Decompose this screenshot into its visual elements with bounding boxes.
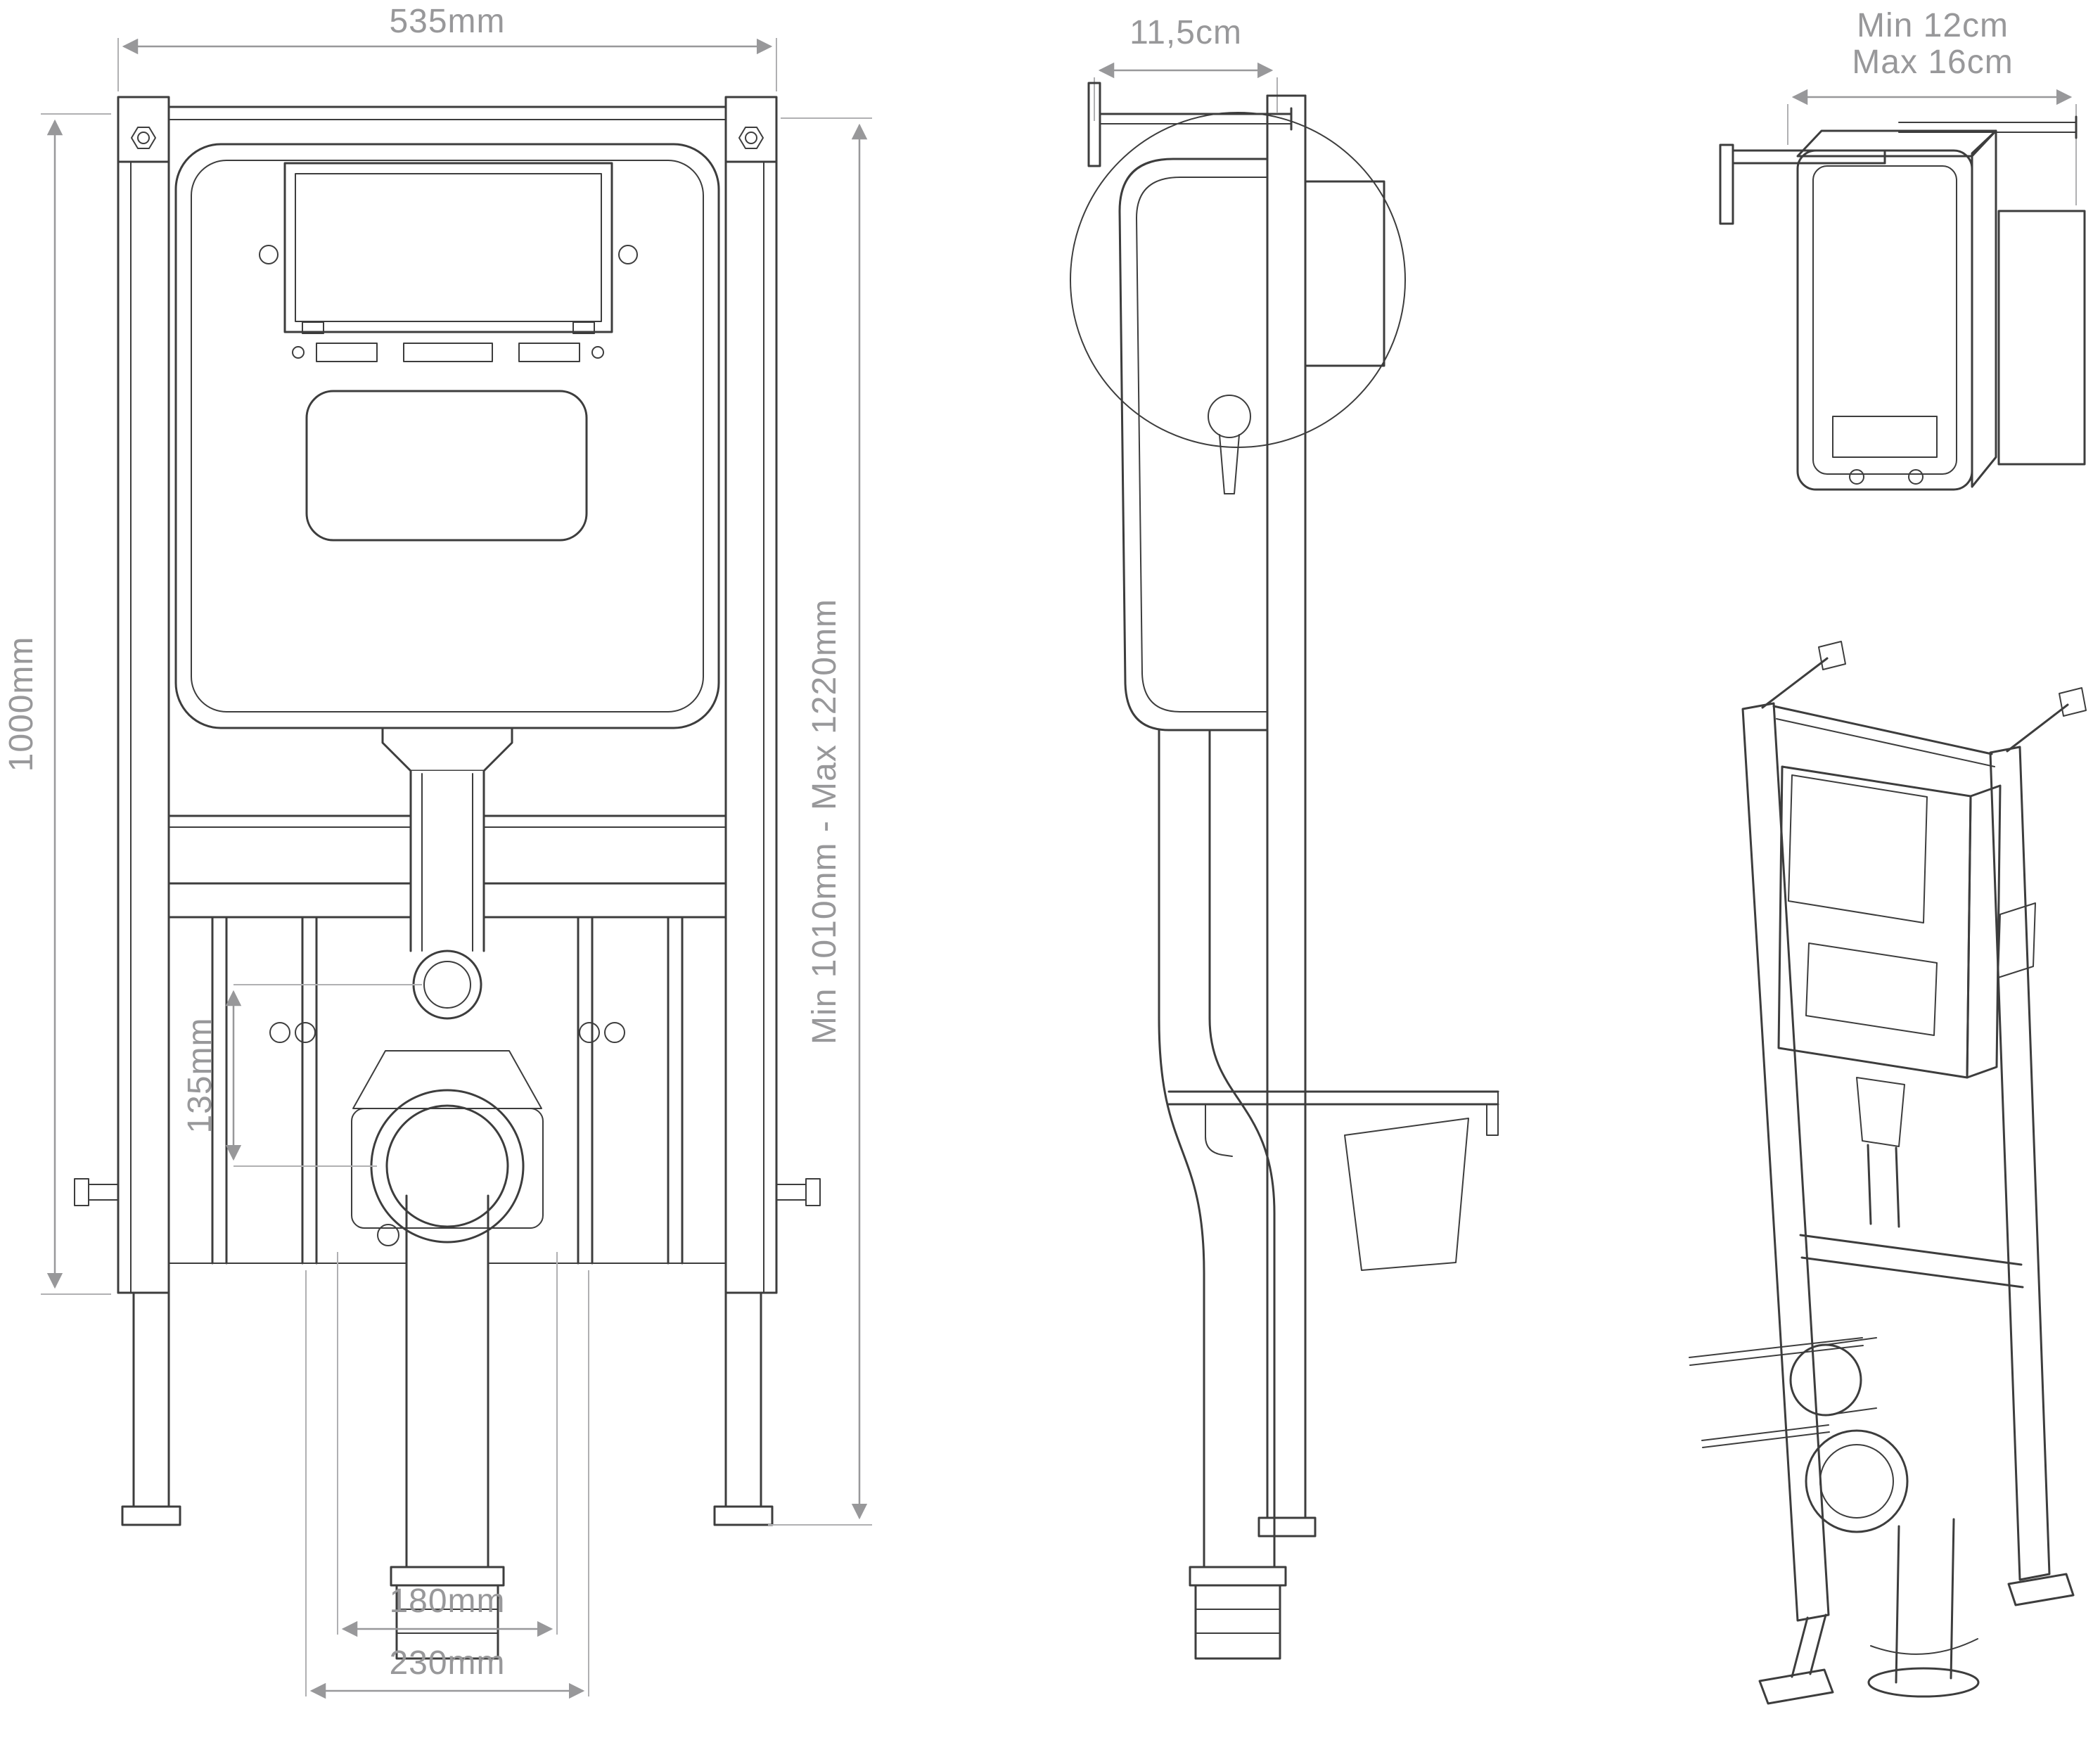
dim-label-height: 1000mm: [3, 637, 40, 772]
side-view: 11,5cm: [1070, 14, 1499, 1660]
dim-label-outlet-centres: 230mm: [389, 1644, 505, 1682]
hex-bolt-icon: [738, 127, 764, 149]
side-pipes: [1158, 729, 1287, 1660]
dim-fixing-centres: 180mm: [337, 1252, 558, 1637]
dim-front-height-range: Min 1010mm - Max 1220mm: [768, 117, 872, 1526]
side-cistern: [1118, 158, 1269, 731]
wall-bracket: [1087, 82, 1293, 167]
adjustable-feet: [121, 1291, 774, 1526]
frame-isometric: [1689, 641, 2087, 1705]
detail-magnifier-circle: [1070, 112, 1406, 448]
flush-plate-window: [305, 390, 588, 542]
hex-bolt-icon: [131, 127, 156, 149]
iso-right-foot: [2007, 1573, 2075, 1606]
side-rail: [1257, 94, 1317, 1538]
wall-spacer-bellows: [1997, 210, 2086, 466]
pan-fixing-struts: [211, 916, 684, 1265]
pan-bracket: [1167, 1090, 1499, 1271]
dim-inlet-offset: 135mm: [181, 984, 422, 1167]
flush-pipe: [381, 727, 513, 1020]
dim-label-inlet-offset: 135mm: [181, 1017, 219, 1133]
cistern: [174, 143, 720, 729]
iso-cistern: [1777, 765, 1972, 1079]
iso-left-foot: [1758, 1668, 1834, 1705]
dim-label-height-range: Min 1010mm - Max 1220mm: [806, 599, 843, 1044]
iso-outlet-cylinder: [1805, 1429, 1909, 1533]
dim-label-wall-max: Max 16cm: [1852, 44, 2013, 81]
front-view: 535mm 1000mm Min 1010mm - Max 1220mm 135…: [3, 3, 872, 1699]
dim-label-width: 535mm: [389, 3, 505, 40]
dim-front-width: 535mm: [117, 3, 777, 91]
dim-outlet-centres: 230mm: [305, 1270, 589, 1699]
dim-wall-distance: Min 12cm Max 16cm: [1787, 7, 2077, 205]
dim-label-wall-min: Min 12cm: [1857, 7, 2009, 44]
iso-inlet-cylinder: [1789, 1343, 1862, 1417]
dim-label-fixing-centres: 180mm: [389, 1583, 505, 1620]
iso-flush-window: [1805, 942, 1938, 1036]
dim-side-depth: 11,5cm: [1094, 14, 1278, 121]
iso-access-panel: [1788, 774, 1928, 923]
frame-rails: [117, 160, 778, 1294]
cistern-detail-3d: [1719, 115, 2086, 491]
wall-spacer-bellows: [1304, 180, 1385, 367]
iso-left-rail: [1741, 702, 1830, 1622]
hanger-keyhole: [1208, 395, 1251, 438]
dim-label-depth: 11,5cm: [1129, 14, 1242, 51]
access-panel: [283, 162, 613, 333]
iso-right-rail: [1989, 746, 2051, 1581]
frame-posts: [117, 96, 778, 163]
wall-anchors: [74, 1178, 821, 1206]
perspective-view: Min 12cm Max 16cm: [1689, 7, 2087, 1705]
dim-front-height: 1000mm: [3, 113, 111, 1295]
waste-outlet: [351, 1050, 544, 1660]
